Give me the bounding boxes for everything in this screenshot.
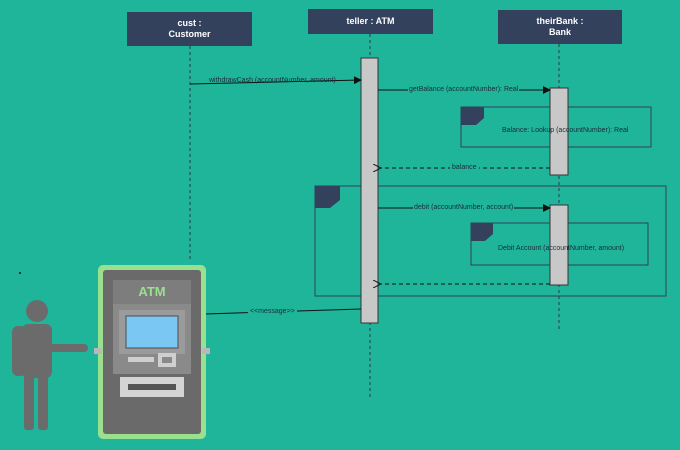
lifeline-bank-line1: theirBank : [536, 16, 584, 26]
msg-withdraw-label[interactable]: withdrawCash (accountNumber, amount) [209, 77, 336, 84]
fragment-outer-tab [315, 186, 340, 208]
atm-label: ATM [138, 284, 166, 299]
stray-dot [19, 272, 21, 274]
debit-account-label[interactable]: Debit Account (accountNumber, amount) [498, 245, 625, 252]
lifeline-customer-header[interactable]: cust : Customer [127, 12, 252, 46]
fragment-debit-tab [471, 223, 493, 241]
balance-lookup-label[interactable]: Balance: Lookup (accountNumber): Real [502, 127, 629, 134]
activation-bank-1[interactable] [549, 87, 569, 176]
lifeline-bank-line2: Bank [548, 27, 571, 37]
customer-person-icon [12, 300, 88, 430]
fragment-balance-tab [461, 107, 484, 125]
msg-getbalance-label[interactable]: getBalance (accountNumber): Real [408, 86, 520, 93]
msg-withdraw-arrow [189, 76, 362, 85]
lifeline-customer-line1: cust : [177, 18, 202, 28]
lifeline-atm-header[interactable]: teller : ATM [308, 9, 433, 34]
lifeline-atm-line1: teller : ATM [346, 16, 395, 26]
activation-atm[interactable] [360, 57, 379, 324]
lifeline-bank-header[interactable]: theirBank : Bank [498, 10, 622, 44]
combined-fragment-outer[interactable] [314, 185, 667, 297]
msg-message-label[interactable]: <<message>> [248, 308, 297, 315]
atm-machine-icon [94, 265, 210, 439]
activation-bank-2[interactable] [549, 204, 569, 286]
msg-debit-label[interactable]: debit (accountNumber, account) [413, 204, 515, 211]
lifeline-customer-line2: Customer [168, 29, 211, 39]
msg-balance-label[interactable]: balance [450, 164, 479, 171]
